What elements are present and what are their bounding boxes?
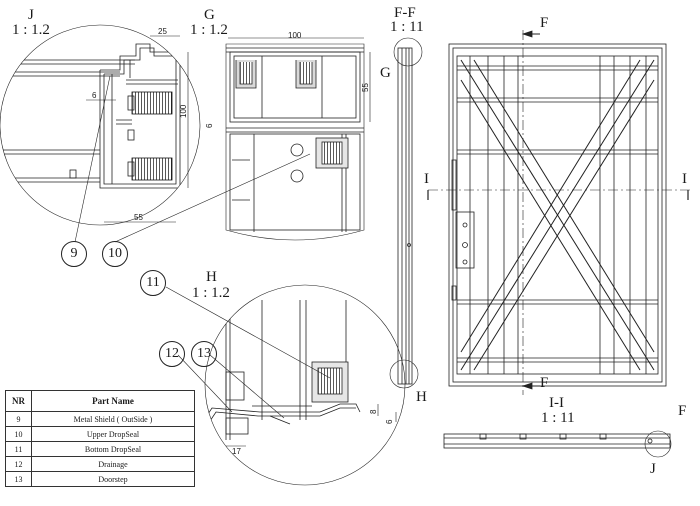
view-h-scale: 1 : 1.2 xyxy=(192,285,230,301)
detail-g xyxy=(225,37,371,241)
dim-j-55: 55 xyxy=(134,213,143,222)
dim-g-55: 55 xyxy=(361,83,370,92)
cell-part-name: Drainage xyxy=(31,456,195,472)
callout-i-right: I xyxy=(682,171,687,187)
cell-part-name: Upper DropSeal xyxy=(31,426,195,442)
cell-nr: 12 xyxy=(5,456,32,472)
dim-h-8: 8 xyxy=(369,409,378,414)
dim-h-17: 17 xyxy=(232,447,241,456)
table-row: 10 Upper DropSeal xyxy=(5,426,195,442)
view-h-title: H xyxy=(206,269,217,285)
callout-h: H xyxy=(416,389,427,405)
view-ff-scale: 1 : 11 xyxy=(390,19,424,35)
front-view xyxy=(427,30,690,395)
cell-nr: 11 xyxy=(5,441,32,457)
cell-nr: 9 xyxy=(5,411,32,427)
view-j-scale: 1 : 1.2 xyxy=(12,22,50,38)
section-ii xyxy=(443,430,672,458)
cell-nr: 10 xyxy=(5,426,32,442)
table-row: 13 Doorstep xyxy=(5,471,195,487)
header-nr: NR xyxy=(5,390,32,412)
balloon-11: 11 xyxy=(140,270,166,296)
detail-h xyxy=(204,284,406,486)
view-ii-scale: 1 : 11 xyxy=(541,410,575,426)
view-j-title: J xyxy=(28,7,34,23)
parts-table: NR Part Name 9 Metal Shield ( OutSide ) … xyxy=(5,390,195,487)
table-row: 11 Bottom DropSeal xyxy=(5,441,195,457)
callout-f-corner: F xyxy=(678,403,687,419)
callout-f-bottom: F xyxy=(540,375,549,391)
dim-g-6: 6 xyxy=(205,123,214,128)
dim-j-6: 6 xyxy=(92,91,97,100)
callout-g: G xyxy=(380,65,391,81)
balloon-10: 10 xyxy=(102,241,128,267)
callout-f-top: F xyxy=(540,15,549,31)
view-ff-title: F-F xyxy=(394,5,416,21)
cell-part-name: Metal Shield ( OutSide ) xyxy=(31,411,195,427)
dim-j-25: 25 xyxy=(158,27,167,36)
callout-i-left: I xyxy=(424,171,429,187)
table-row: 12 Drainage xyxy=(5,456,195,472)
cell-part-name: Bottom DropSeal xyxy=(31,441,195,457)
leader-lines xyxy=(74,75,331,419)
detail-j xyxy=(0,24,201,226)
balloon-13: 13 xyxy=(191,341,217,367)
balloon-9: 9 xyxy=(61,241,87,267)
cell-nr: 13 xyxy=(5,471,32,487)
callout-j: J xyxy=(650,461,656,477)
view-g-scale: 1 : 1.2 xyxy=(190,22,228,38)
table-row: 9 Metal Shield ( OutSide ) xyxy=(5,411,195,427)
section-ff xyxy=(389,37,423,389)
parts-table-header: NR Part Name xyxy=(5,390,195,412)
dim-h-6: 6 xyxy=(385,419,394,424)
header-part-name: Part Name xyxy=(31,390,195,412)
balloon-12: 12 xyxy=(159,341,185,367)
view-g-title: G xyxy=(204,7,215,23)
dim-g-100: 100 xyxy=(288,31,302,40)
cell-part-name: Doorstep xyxy=(31,471,195,487)
view-ii-title: I-I xyxy=(549,395,564,411)
dim-j-100: 100 xyxy=(179,104,188,118)
